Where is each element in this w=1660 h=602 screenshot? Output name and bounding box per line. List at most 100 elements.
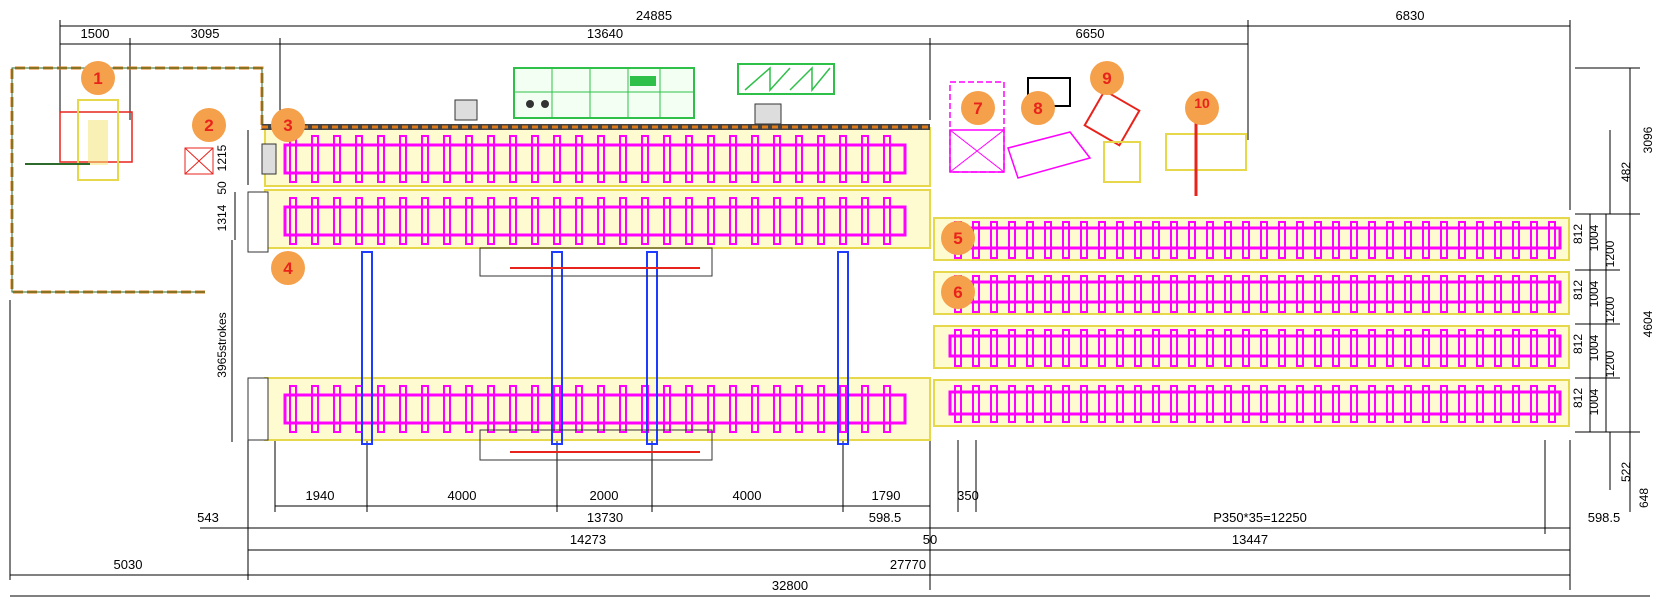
roller: [1260, 385, 1268, 423]
roller: [1170, 385, 1178, 423]
roller: [1278, 385, 1286, 423]
dim-648: 648: [1637, 488, 1651, 508]
dim-3095: 3095: [191, 26, 220, 41]
roller: [1026, 275, 1034, 313]
roller: [1386, 275, 1394, 313]
roller: [1026, 329, 1034, 367]
roller: [1386, 221, 1394, 259]
roller: [597, 385, 605, 433]
left-end-units: [247, 143, 277, 441]
roller: [1044, 329, 1052, 367]
roller: [619, 197, 627, 245]
dim-32800: 32800: [772, 578, 808, 593]
svg-text:6: 6: [953, 283, 962, 302]
dim-4604: 4604: [1641, 310, 1655, 337]
dim-1215: 1215: [215, 144, 229, 171]
roller: [1440, 275, 1448, 313]
roller: [1422, 221, 1430, 259]
roller: [289, 197, 297, 245]
roller: [817, 197, 825, 245]
roller: [553, 197, 561, 245]
roller: [1314, 329, 1322, 367]
roller: [355, 197, 363, 245]
roller: [1332, 221, 1340, 259]
roller: [531, 197, 539, 245]
svg-text:8: 8: [1033, 99, 1042, 118]
roller: [1386, 329, 1394, 367]
roller: [421, 197, 429, 245]
control-cabinets: [454, 63, 835, 125]
roller: [954, 329, 962, 367]
dim-13640: 13640: [587, 26, 623, 41]
roller: [817, 385, 825, 433]
svg-text:5: 5: [953, 229, 962, 248]
roller: [972, 329, 980, 367]
roller: [1224, 275, 1232, 313]
svg-text:9: 9: [1102, 69, 1111, 88]
roller: [883, 135, 891, 183]
roller: [1368, 385, 1376, 423]
roller: [663, 135, 671, 183]
roller: [685, 135, 693, 183]
roller: [1260, 329, 1268, 367]
roller: [1458, 385, 1466, 423]
roller: [990, 385, 998, 423]
dim-1790: 1790: [872, 488, 901, 503]
roller: [1296, 221, 1304, 259]
roller: [1242, 275, 1250, 313]
roller: [1278, 221, 1286, 259]
roller: [1134, 275, 1142, 313]
roller: [311, 197, 319, 245]
roller: [839, 385, 847, 433]
roller: [1008, 329, 1016, 367]
roller: [1278, 275, 1286, 313]
roller: [1476, 275, 1484, 313]
roller: [1134, 329, 1142, 367]
lower-roller-line: [264, 377, 931, 441]
roller: [1404, 385, 1412, 423]
roller: [1260, 221, 1268, 259]
roller: [1188, 385, 1196, 423]
roller: [1404, 329, 1412, 367]
roller: [954, 385, 962, 423]
marker-8: 8: [1021, 91, 1055, 125]
roller: [1368, 221, 1376, 259]
svg-text:4: 4: [283, 259, 293, 278]
roller: [1008, 275, 1016, 313]
dim-overall: 24885: [636, 8, 672, 23]
roller: [1188, 329, 1196, 367]
roller: [1530, 275, 1538, 313]
roller: [597, 135, 605, 183]
roller: [641, 197, 649, 245]
roller: [465, 197, 473, 245]
roller: [1152, 221, 1160, 259]
upper-roller-line: [262, 124, 931, 187]
roller: [333, 385, 341, 433]
roller: [1368, 329, 1376, 367]
dim-1314: 1314: [215, 204, 229, 231]
dim-13447: 13447: [1232, 532, 1268, 547]
roller: [1170, 275, 1178, 313]
roller: [619, 385, 627, 433]
roller: [399, 135, 407, 183]
roller: [1134, 385, 1142, 423]
roller: [1116, 221, 1124, 259]
roller: [1008, 385, 1016, 423]
dimension-labels: 24885 6830 1500 3095 13640 6650 1215 50 …: [81, 8, 1655, 593]
roller: [575, 135, 583, 183]
roller: [990, 275, 998, 313]
roller: [399, 197, 407, 245]
roller: [1314, 275, 1322, 313]
roller: [509, 385, 517, 433]
dim-13730: 13730: [587, 510, 623, 525]
roller: [1098, 221, 1106, 259]
roller: [1530, 221, 1538, 259]
roller: [1044, 275, 1052, 313]
roller: [421, 135, 429, 183]
dim-598-5-a: 598.5: [869, 510, 902, 525]
roller: [1458, 221, 1466, 259]
roller: [817, 135, 825, 183]
row-dim-1004: 1004: [1587, 334, 1601, 361]
roller: [1512, 329, 1520, 367]
